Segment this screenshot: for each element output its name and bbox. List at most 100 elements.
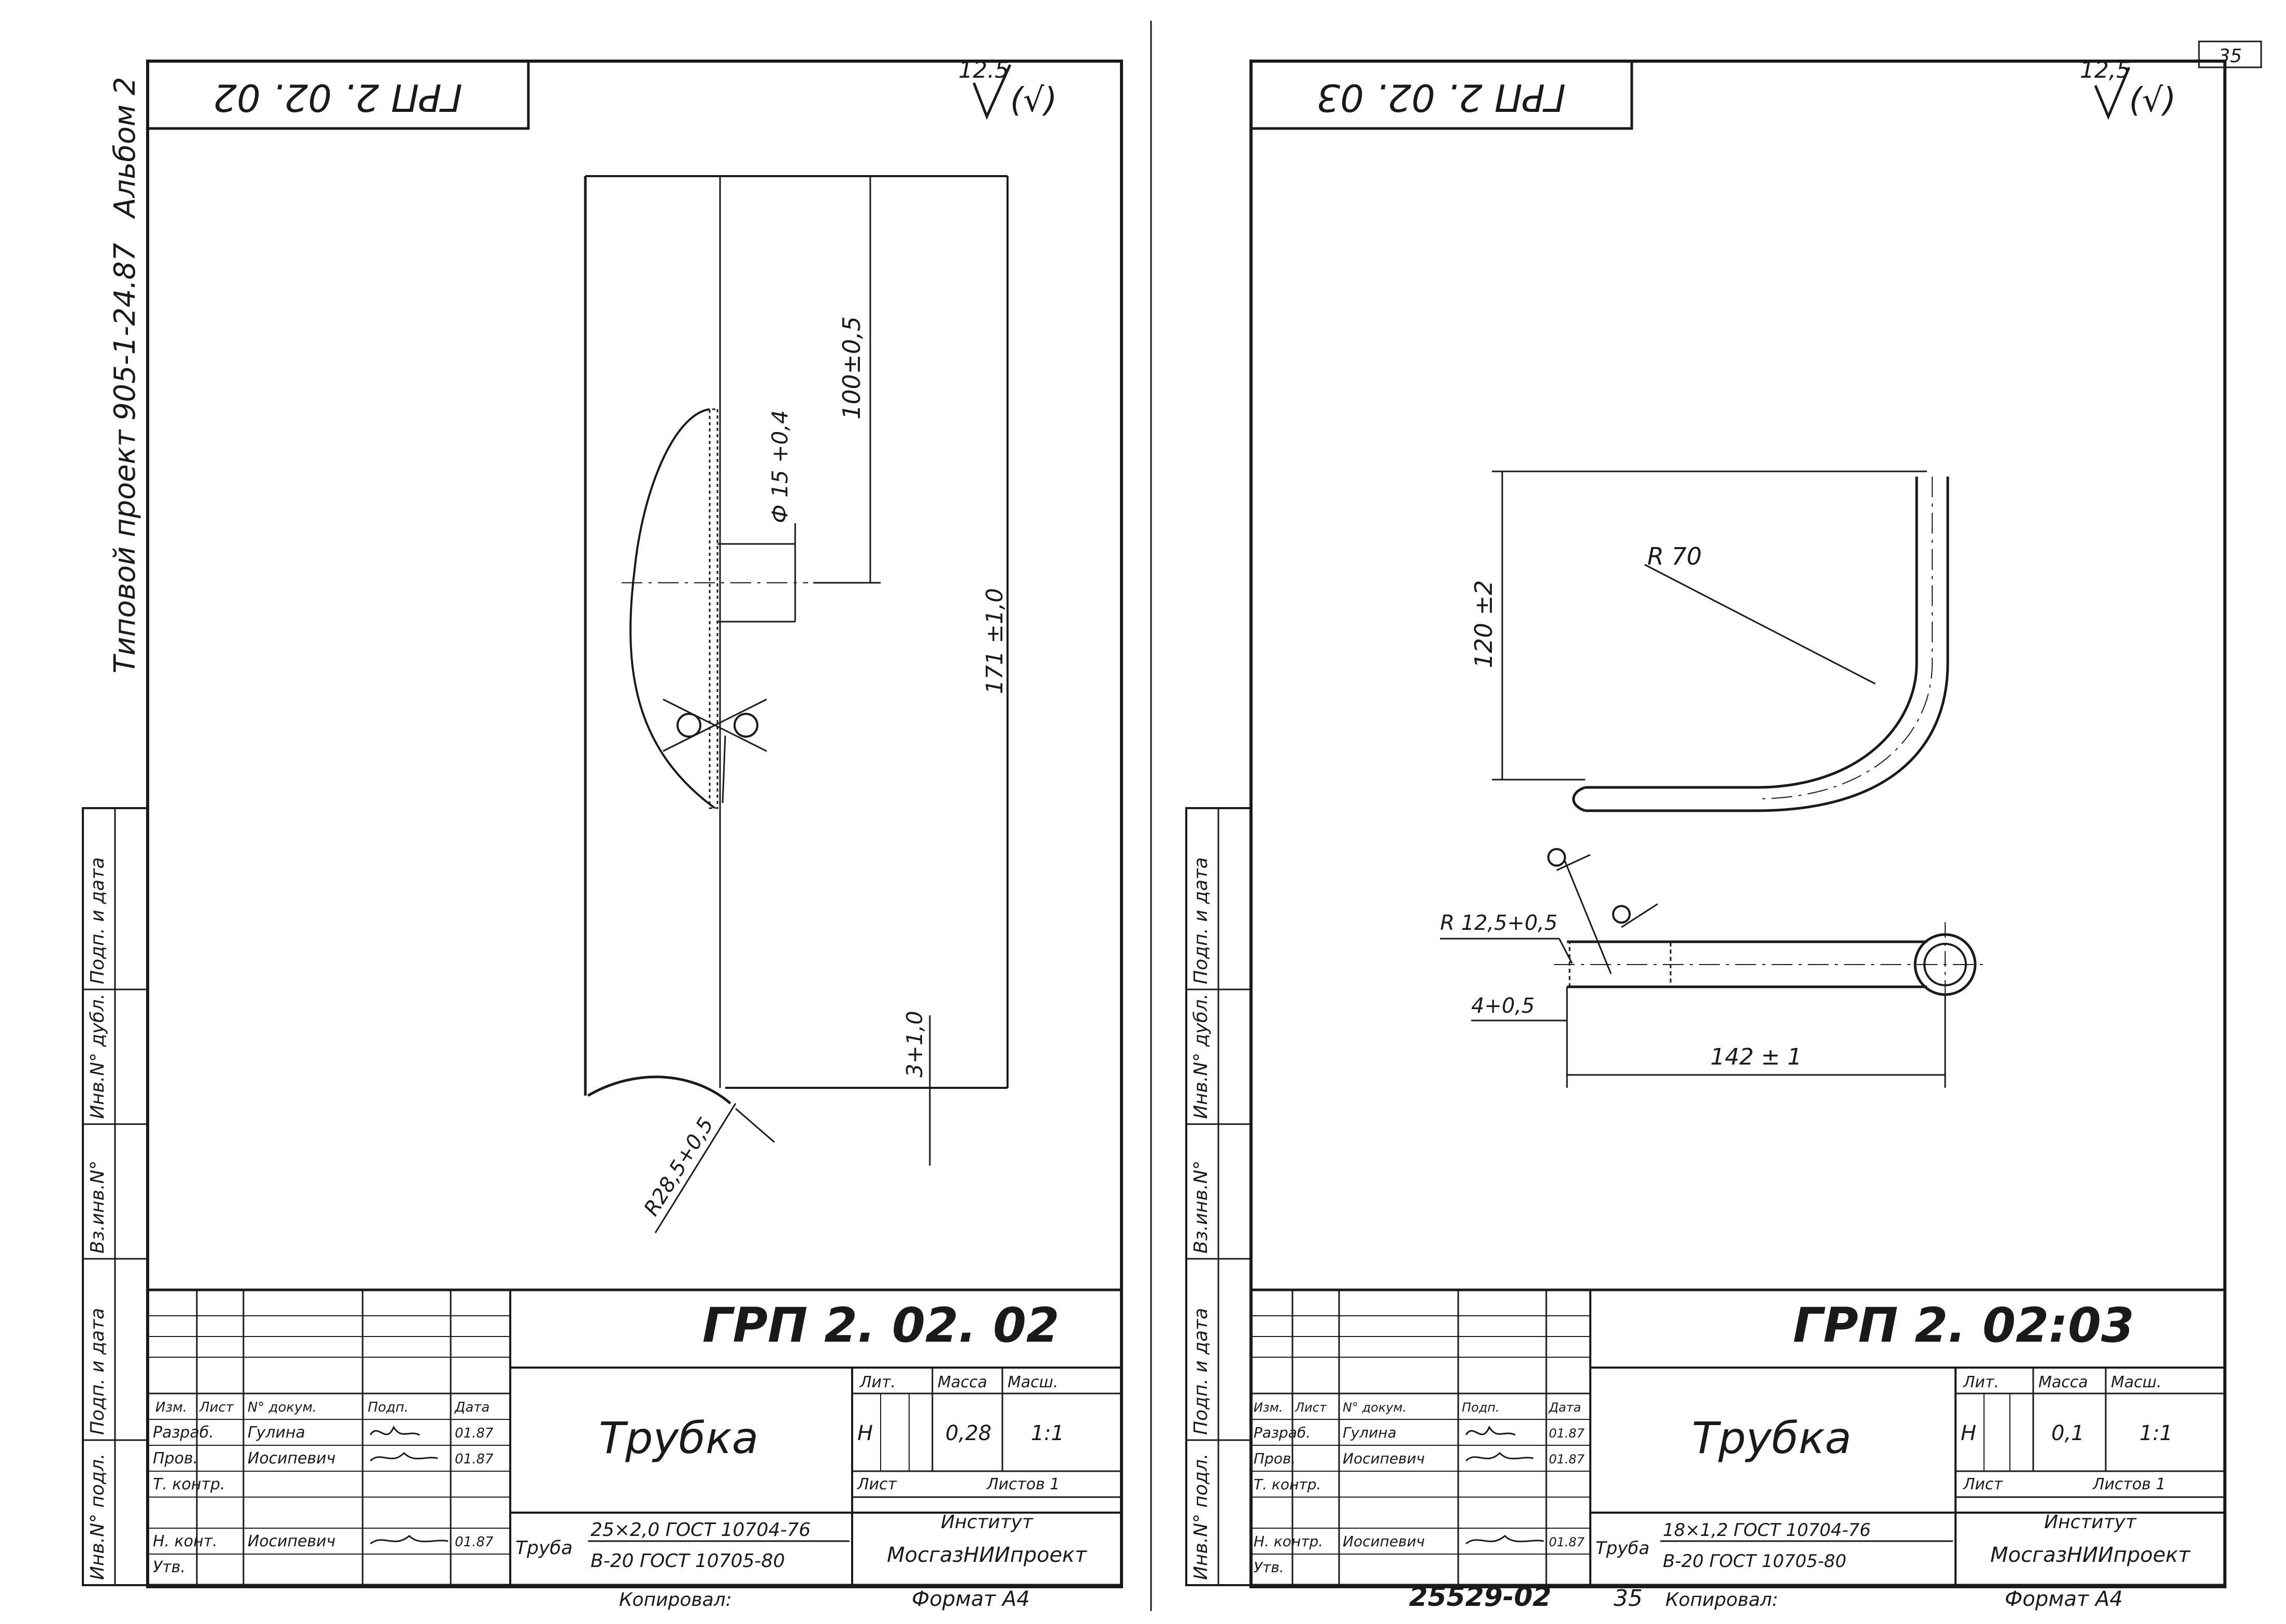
right-col-list: Лист bbox=[1295, 1400, 1327, 1415]
right-sheet: ГРП 2. 02. 03 35 12,5 (√) Инв.N° подл. П… bbox=[1185, 40, 2262, 1613]
right-row-razrab-role: Разраб. bbox=[1254, 1424, 1311, 1441]
left-roughness-mark: 12.5 (√) bbox=[958, 57, 1057, 120]
left-col-list: Лист bbox=[199, 1400, 234, 1415]
left-roughness-value: 12.5 bbox=[958, 57, 1009, 83]
right-col-doc: N° докум. bbox=[1343, 1400, 1406, 1415]
left-row-nkontr-name: Иосипевич bbox=[248, 1532, 336, 1550]
left-sheets-label: Листов 1 bbox=[986, 1475, 1060, 1493]
left-material-bottom: В-20 ГОСТ 10705-80 bbox=[591, 1550, 785, 1572]
album-note: Альбом 2 bbox=[108, 77, 142, 219]
left-row-nkontr-date: 01.87 bbox=[455, 1534, 494, 1550]
left-title-designation: ГРП 2. 02. 02 bbox=[702, 1298, 1059, 1353]
right-title-block: Изм. Лист N° докум. Подп. Дата Разраб. Г… bbox=[1249, 1288, 2226, 1587]
left-dimensions: 100±0,5 Ф 15 +0,4 171 ±1,0 3+1,0 bbox=[717, 176, 1008, 1166]
left-lit-label: Лит. bbox=[859, 1373, 896, 1391]
left-mass-value: 0,28 bbox=[945, 1421, 991, 1445]
right-scale-value: 1:1 bbox=[2139, 1421, 2173, 1445]
dim-to-hole: 100±0,5 bbox=[838, 317, 866, 420]
right-org-line2: МосгазНИИпроект bbox=[1990, 1543, 2191, 1567]
left-material-prefix: Труба bbox=[515, 1537, 572, 1559]
left-format: Формат А4 bbox=[912, 1587, 1030, 1611]
right-title-designation: ГРП 2. 02:03 bbox=[1793, 1298, 2134, 1353]
stamp-label-2: Подп. и дата bbox=[87, 1308, 108, 1435]
left-sheet-frame bbox=[146, 60, 1123, 1588]
right-row-utv-role: Утв. bbox=[1254, 1559, 1284, 1576]
left-col-date: Дата bbox=[454, 1400, 490, 1415]
left-sheet: ГРП 2. 02. 02 12.5 (√) Типовой проект 90… bbox=[82, 57, 1123, 1611]
stamp-label-3: Вз.инв.N° bbox=[87, 1160, 108, 1254]
left-copied: Копировал: bbox=[619, 1589, 732, 1611]
right-row-nkontr-date: 01.87 bbox=[1549, 1535, 1585, 1549]
right-roughness-value: 12,5 bbox=[2080, 57, 2131, 83]
dim-height: 120 ±2 bbox=[1470, 580, 1498, 668]
right-lit-label: Лит. bbox=[1963, 1373, 1999, 1391]
right-row-nkontr-role: Н. контр. bbox=[1254, 1533, 1323, 1550]
right-part-name: Трубка bbox=[1692, 1413, 1851, 1463]
right-sheet-label: Лист bbox=[1963, 1475, 2004, 1493]
left-row-razrab-name: Гулина bbox=[248, 1424, 305, 1442]
right-row-razrab-date: 01.87 bbox=[1549, 1426, 1585, 1441]
dim-radius-left: R28,5+0,5 bbox=[639, 1113, 718, 1220]
dim-overall-length: 171 ±1,0 bbox=[982, 588, 1008, 694]
left-scale-label: Масш. bbox=[1008, 1373, 1058, 1391]
side-stamp-left: Инв.N° подл. Подп. и дата Вз.инв.N° Инв.… bbox=[82, 807, 149, 1586]
dim-end-offset-right: 4+0,5 bbox=[1471, 994, 1535, 1018]
left-org-line2: МосгазНИИпроект bbox=[887, 1543, 1087, 1567]
left-col-doc: N° докум. bbox=[248, 1400, 317, 1415]
right-bent-pipe-drawing: 120 ±2 R 70 bbox=[1470, 470, 1949, 812]
left-title-block: Изм. Лист N° докум. Подп. Дата Разраб. Г… bbox=[146, 1288, 1123, 1587]
right-designation-box bbox=[1249, 60, 1633, 130]
right-col-date: Дата bbox=[1548, 1400, 1581, 1415]
left-lit-value: Н bbox=[857, 1421, 873, 1445]
right-row-prov-role: Пров. bbox=[1254, 1450, 1296, 1467]
left-sheet-label: Лист bbox=[857, 1475, 898, 1493]
right-org-line1: Институт bbox=[2044, 1512, 2137, 1533]
stamp-label-1: Инв.N° подл. bbox=[87, 1454, 108, 1580]
left-row-razrab-role: Разраб. bbox=[153, 1424, 214, 1442]
stamp-right-label-3: Вз.инв.N° bbox=[1190, 1160, 1212, 1254]
left-roughness-suffix: (√) bbox=[1010, 81, 1057, 120]
left-row-prov-role: Пров. bbox=[153, 1449, 198, 1468]
stamp-label-5: Подп. и дата bbox=[87, 857, 108, 984]
doc-number: 25529-02 bbox=[1409, 1582, 1551, 1613]
right-material-bottom: В-20 ГОСТ 10705-80 bbox=[1663, 1551, 1846, 1572]
dim-length: 142 ± 1 bbox=[1710, 1044, 1802, 1070]
left-designation-rotated: ГРП 2. 02. 02 bbox=[213, 76, 462, 119]
left-designation-box bbox=[146, 60, 530, 130]
signature-5 bbox=[1465, 1451, 1534, 1462]
side-stamp-right: Инв.N° подл. Подп. и дата Вз.инв.N° Инв.… bbox=[1185, 807, 1252, 1586]
right-designation-rotated: ГРП 2. 02. 03 bbox=[1316, 76, 1565, 119]
left-row-tkontr-role: Т. контр. bbox=[153, 1475, 225, 1493]
stamp-right-label-2: Подп. и дата bbox=[1190, 1308, 1212, 1435]
right-material-prefix: Труба bbox=[1595, 1538, 1649, 1559]
right-row-nkontr-name: Иосипевич bbox=[1343, 1533, 1425, 1550]
doc-page: 35 bbox=[1614, 1585, 1643, 1612]
stamp-right-label-1: Инв.N° подл. bbox=[1190, 1454, 1212, 1580]
right-format: Формат А4 bbox=[2005, 1587, 2123, 1611]
left-pipe-drawing: R28,5+0,5 bbox=[584, 175, 1009, 1233]
right-col-sign: Подп. bbox=[1462, 1400, 1500, 1415]
right-col-izm: Изм. bbox=[1254, 1400, 1283, 1415]
right-roughness-mark: 12,5 (√) bbox=[2080, 57, 2176, 120]
left-mass-label: Масса bbox=[938, 1373, 987, 1391]
right-sheet-frame bbox=[1249, 60, 2226, 1588]
right-side-view: R 12,5+0,5 4+0,5 142 ± 1 bbox=[1440, 848, 1989, 1088]
left-row-prov-name: Иосипевич bbox=[248, 1449, 336, 1468]
right-row-tkontr-role: Т. контр. bbox=[1254, 1476, 1321, 1493]
right-row-razrab-name: Гулина bbox=[1343, 1424, 1397, 1441]
stamp-label-4: Инв.N° дубл. bbox=[87, 994, 108, 1119]
left-material-top: 25×2,0 ГОСТ 10704-76 bbox=[591, 1519, 811, 1541]
sheet-number: 35 bbox=[2218, 46, 2242, 67]
right-row-prov-date: 01.87 bbox=[1549, 1452, 1585, 1467]
right-roughness-suffix: (√) bbox=[2129, 81, 2176, 120]
left-col-izm: Изм. bbox=[155, 1400, 187, 1415]
project-note: Типовой проект 905-1-24.87 bbox=[108, 242, 142, 673]
left-col-sign: Подп. bbox=[368, 1400, 409, 1415]
signature-4 bbox=[1465, 1425, 1516, 1436]
dim-hole-diameter: Ф 15 +0,4 bbox=[767, 410, 793, 523]
left-scale-value: 1:1 bbox=[1031, 1421, 1064, 1445]
right-mass-value: 0,1 bbox=[2051, 1421, 2084, 1445]
left-row-nkontr-role: Н. конт. bbox=[153, 1532, 218, 1550]
right-scale-label: Масш. bbox=[2111, 1373, 2162, 1391]
